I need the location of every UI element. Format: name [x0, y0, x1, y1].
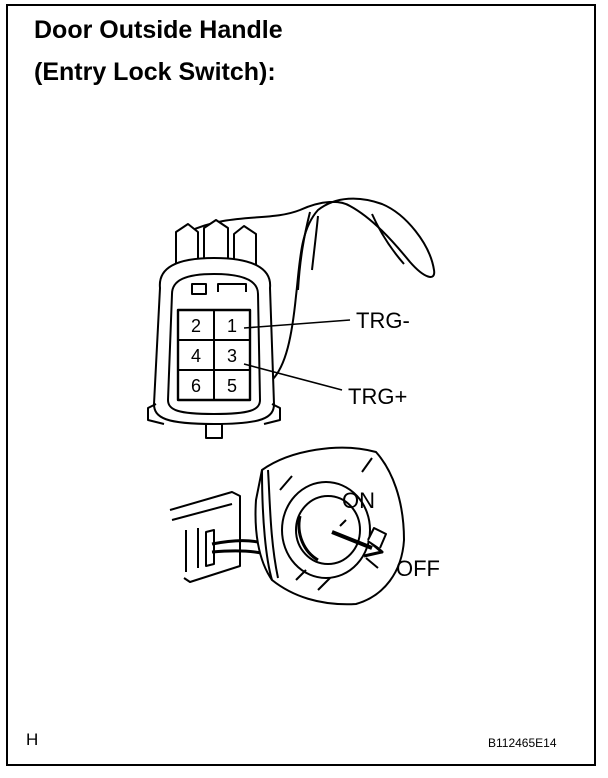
connector-illustration [147, 197, 436, 439]
switch-tick [365, 557, 379, 569]
handle-bracket [171, 503, 233, 521]
entry-lock-switch-illustration [169, 446, 405, 606]
switch-tick [317, 577, 331, 591]
handle-bracket [185, 528, 199, 572]
connector-latch [175, 223, 199, 268]
page-letter: H [26, 730, 39, 749]
pin-number: 2 [191, 316, 201, 336]
switch-tick [279, 475, 293, 491]
callout-leader-trg-minus [243, 319, 351, 329]
pin-number: 1 [227, 316, 237, 336]
callout-leader-trg-plus [243, 363, 343, 391]
rotation-arrow [331, 530, 373, 550]
switch-dial-outer [281, 481, 371, 579]
switch-body-edge [261, 469, 273, 581]
pin-number: 3 [227, 346, 237, 366]
pin-number: 5 [227, 376, 237, 396]
rotation-arrow-tail [339, 519, 347, 527]
connector-latch [233, 225, 257, 268]
switch-tick [361, 457, 373, 473]
wire-crease [371, 213, 405, 265]
switch-lever [367, 527, 387, 549]
switch-body [254, 446, 405, 606]
connector-rib [147, 403, 165, 425]
connector-key-slot [217, 283, 247, 292]
connector-latch [203, 219, 229, 264]
callout-label-trg-plus: TRG+ [348, 384, 407, 409]
wire-crease [297, 211, 311, 291]
wire-crease [311, 215, 319, 271]
pin-numbers: 2 1 4 3 6 5 [191, 316, 237, 396]
pin-callouts [243, 319, 351, 391]
title-line-2: (Entry Lock Switch): [34, 58, 276, 86]
diagram-frame [6, 4, 596, 766]
connector-key-slot [191, 283, 207, 295]
connector-rib [263, 403, 281, 425]
pin-number: 6 [191, 376, 201, 396]
switch-on-label: ON [342, 488, 375, 513]
switch-dial-inner [295, 495, 361, 565]
rotation-arrow [363, 538, 384, 558]
handle-bracket [205, 529, 215, 567]
switch-off-label: OFF [396, 556, 440, 581]
switch-dial-shading [297, 515, 319, 562]
connector-bottom-tab [205, 423, 223, 439]
figure-code: B112465E14 [488, 736, 557, 750]
pin-number: 4 [191, 346, 201, 366]
switch-body-edge [267, 469, 279, 579]
callout-label-trg-minus: TRG- [356, 308, 410, 333]
connector-inner-shell [167, 273, 261, 415]
title-line-1: Door Outside Handle [34, 16, 283, 44]
